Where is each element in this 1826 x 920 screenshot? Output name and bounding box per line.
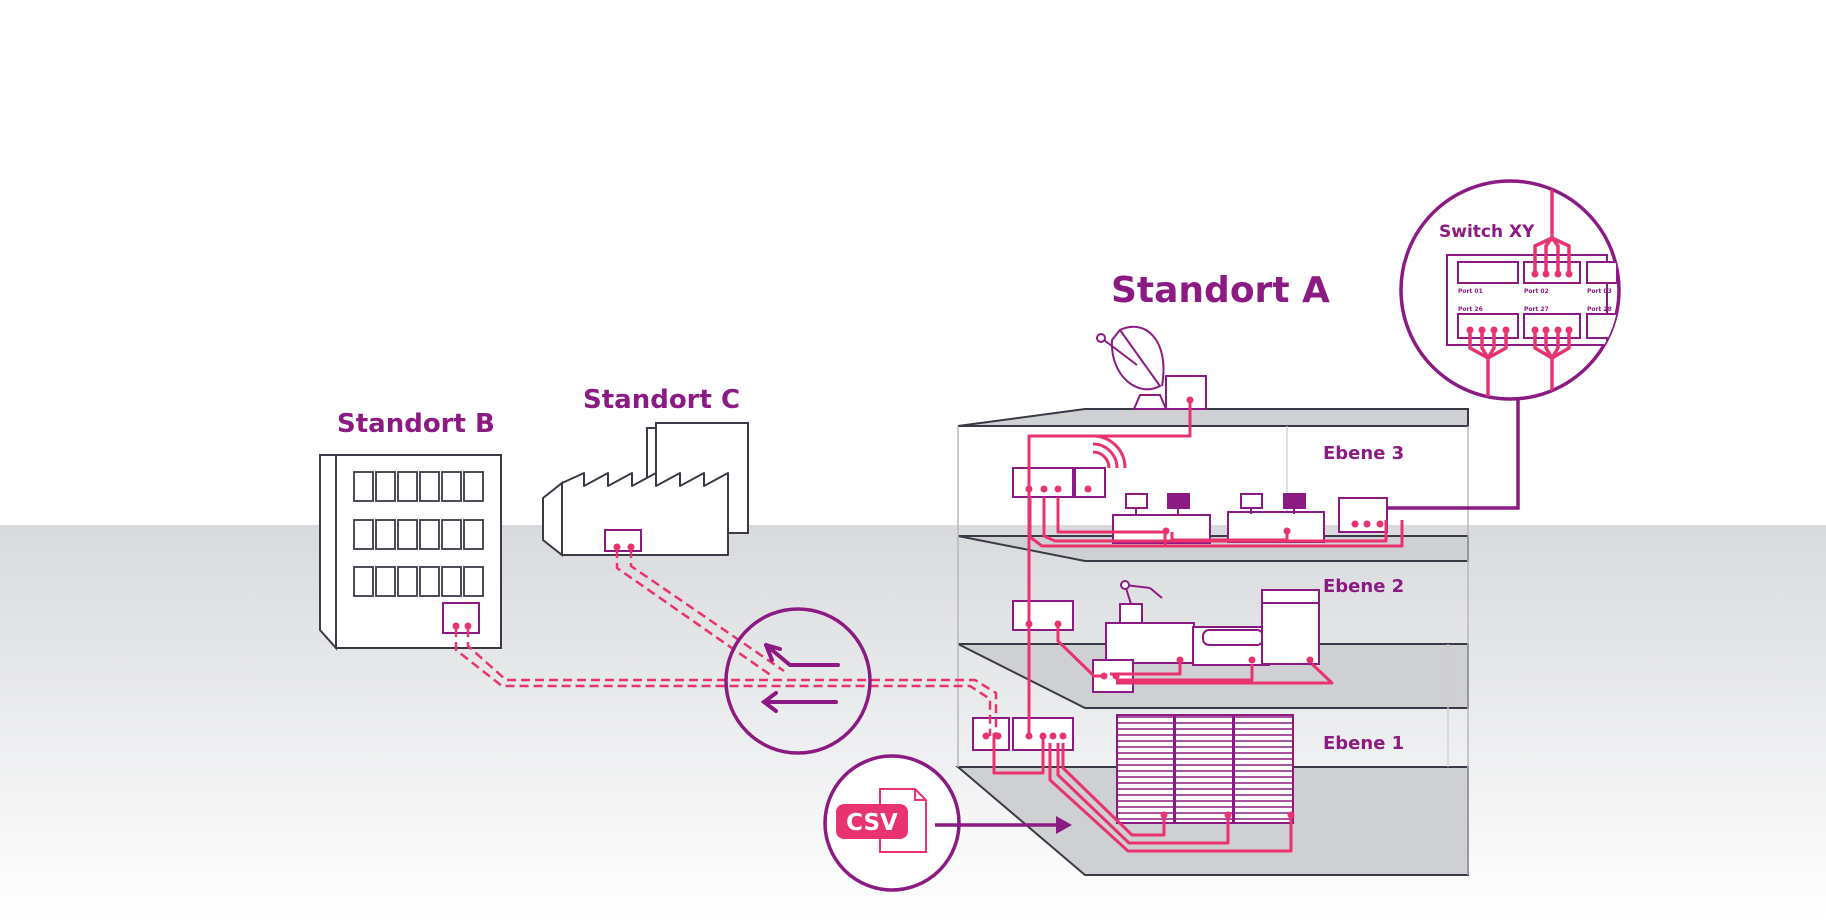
access-point: [1074, 467, 1106, 498]
monitor-filled-icon: [1167, 493, 1306, 514]
wifi-icon: [1092, 434, 1127, 469]
network-box-l3b: [1338, 497, 1388, 533]
site-a-title: Standort A: [1111, 270, 1330, 311]
site-b-title: Standort B: [337, 409, 495, 439]
arrow-icon: [760, 643, 840, 713]
csv-label: CSV: [846, 810, 898, 836]
building-standort-c: [542, 422, 749, 558]
arrow-right-icon: [1056, 816, 1072, 834]
wan-links: [454, 549, 998, 736]
csv-badge: [836, 804, 908, 839]
building-standort-b: [319, 454, 502, 651]
network-box-l3a: [1012, 467, 1074, 498]
port-dots: [982, 396, 1384, 819]
connection-circle: [724, 607, 872, 755]
level-1-label: Ebene 1: [1323, 733, 1404, 754]
level-3-label: Ebene 3: [1323, 443, 1404, 464]
port-label: Port 02: [1524, 288, 1549, 295]
network-cables: [992, 400, 1404, 853]
robot-arm-icon: [1119, 580, 1163, 624]
level-2-label: Ebene 2: [1323, 576, 1404, 597]
port-label: Port 01: [1458, 288, 1483, 295]
site-c-title: Standort C: [583, 385, 740, 415]
switch-title: Switch XY: [1439, 222, 1535, 242]
satellite-dish-icon: [1096, 325, 1207, 410]
port-label: Port 03: [1587, 288, 1612, 295]
port-label: Port 26: [1458, 306, 1483, 313]
port-label: Port 27: [1524, 306, 1549, 313]
port-label: Port 28: [1587, 306, 1612, 313]
network-box-b: [442, 602, 480, 634]
switch-magnifier: Port 01 Port 02 Port 03 Port 26 Port 27 …: [1387, 179, 1621, 510]
monitor-icon: [1125, 493, 1263, 514]
server-rack-icon: [1116, 714, 1294, 824]
csv-import: CSV: [823, 754, 1072, 892]
level-2-equipment: [1012, 580, 1320, 693]
roof-plate: [957, 408, 1469, 427]
building-windows: [353, 471, 484, 597]
network-box-l2: [1012, 600, 1074, 631]
network-box-c: [604, 529, 642, 552]
